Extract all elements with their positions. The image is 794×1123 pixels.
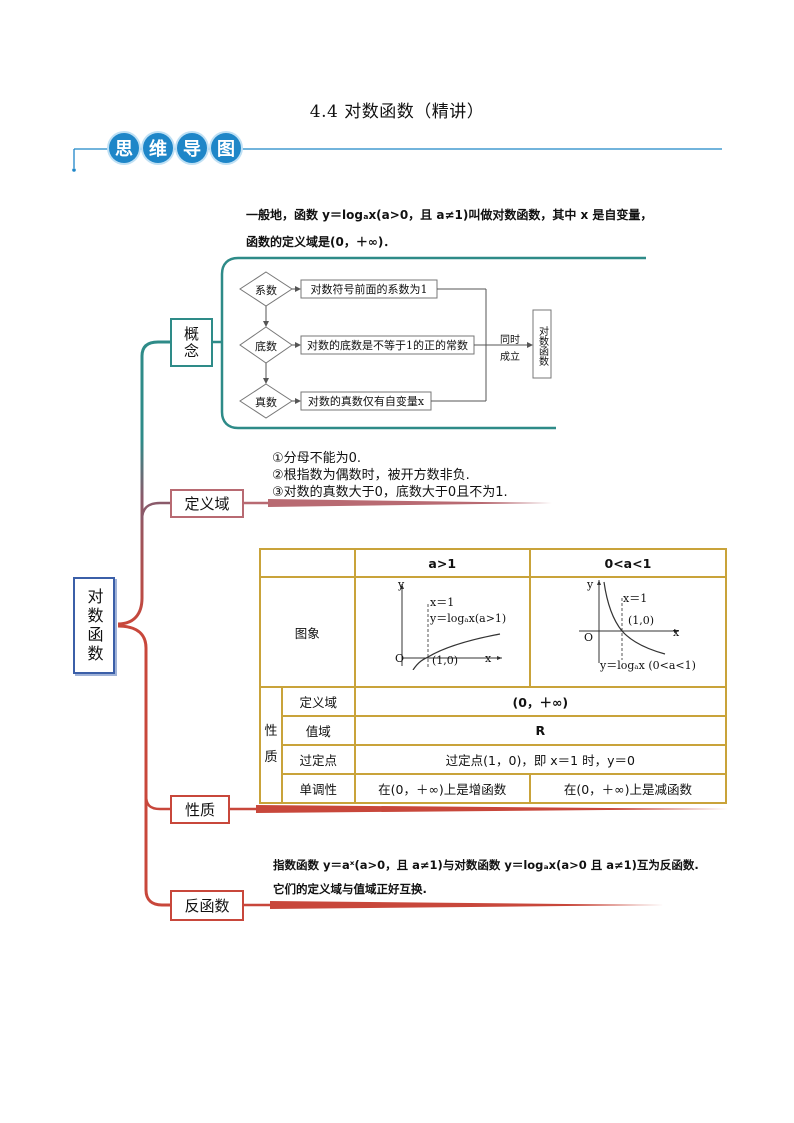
flow-diamond-label-coefficient: 系数 — [255, 284, 277, 297]
flow-rule-text-base: 对数的底数是不等于1的正的常数 — [307, 339, 468, 352]
flow-merge-label-2: 成立 — [500, 352, 520, 363]
section-header: 思 维 导 图 — [0, 0, 794, 180]
domain-point-3: ③对数的真数大于0，底数大于0且不为1. — [272, 485, 508, 500]
flow-diamond-label-antilog: 真数 — [255, 396, 277, 409]
domain-point-1: ①分母不能为0. — [272, 451, 362, 466]
header-badge-tu: 图 — [211, 133, 241, 163]
table-side-label: 性 质 — [259, 686, 282, 804]
graph1-origin: O — [395, 652, 405, 665]
table-header-a-lt-1: 0<a<1 — [528, 548, 728, 578]
flow-diamond-antilog — [239, 383, 293, 419]
root-node[interactable]: 对数函数 — [73, 577, 115, 674]
inverse-line1: 指数函数 y＝aˣ(a>0，且 a≠1)与对数函数 y＝logₐx(a>0 且 … — [273, 858, 699, 872]
graph2-curve-label: y＝logₐx (0<a<1) — [600, 659, 696, 672]
graph-a-gt-1 — [400, 584, 502, 670]
graph-a-lt-1 — [579, 580, 679, 663]
properties-table: a>1 0<a<1 图象 性 质 定义域 (0，＋∞) 值域 R 过定点 过定点… — [259, 548, 728, 804]
graph1-x-label: x — [485, 652, 492, 665]
graph-a-gt-1-cell — [353, 576, 531, 688]
table-side-label-2: 质 — [264, 750, 278, 765]
graph-a-lt-1-cell — [528, 576, 728, 688]
row-name-fixed-point: 过定点 — [280, 744, 356, 775]
header-badge-si: 思 — [109, 133, 139, 163]
flow-rule-text-antilog: 对数的真数仅有自变量x — [307, 395, 425, 408]
table-header-a-gt-1: a>1 — [353, 548, 531, 578]
graph2-vline-label: x＝1 — [623, 592, 648, 605]
graph2-origin: O — [584, 631, 594, 644]
table-corner-cell — [259, 548, 356, 578]
flow-result-box — [532, 309, 552, 379]
table-side-label-1: 性 — [264, 724, 278, 739]
graph1-y-label: y — [398, 578, 405, 591]
flow-result-text: 对数函数 — [536, 326, 548, 366]
flow-diamond-label-base: 底数 — [255, 340, 277, 353]
branch-domain[interactable]: 定义域 — [170, 489, 244, 518]
flow-rule-text-coefficient: 对数符号前面的系数为1 — [310, 283, 428, 296]
graph1-vline-label: x＝1 — [430, 596, 455, 609]
concept-definition-line2: 函数的定义域是(0，＋∞)． — [246, 235, 396, 249]
concept-flow-diagram — [239, 271, 552, 419]
row-value-fixed-point: 过定点(1，0)，即 x＝1 时，y＝0 — [353, 744, 728, 775]
row-value-domain: (0，＋∞) — [353, 686, 728, 717]
row-name-domain: 定义域 — [280, 686, 356, 717]
header-badge-dao: 导 — [177, 133, 207, 163]
row-value-decreasing: 在(0，＋∞)上是减函数 — [528, 773, 728, 804]
header-badge-wei: 维 — [143, 133, 173, 163]
domain-point-2: ②根指数为偶数时，被开方数非负. — [272, 468, 470, 483]
graph1-point-label: (1,0) — [432, 654, 459, 667]
inverse-line2: 它们的定义域与值域正好互换. — [273, 882, 427, 896]
row-name-monotonicity: 单调性 — [280, 773, 356, 804]
branch-inverse[interactable]: 反函数 — [170, 890, 244, 921]
row-name-range: 值域 — [280, 715, 356, 746]
branch-concept[interactable]: 概念 — [170, 318, 213, 367]
concept-definition-line1: 一般地，函数 y＝logₐx(a>0，且 a≠1)叫做对数函数，其中 x 是自变… — [246, 208, 653, 222]
graph2-y-label: y — [587, 578, 594, 591]
branch-properties[interactable]: 性质 — [170, 795, 230, 824]
row-value-increasing: 在(0，＋∞)上是增函数 — [353, 773, 531, 804]
page-title: 4.4 对数函数（精讲） — [309, 102, 485, 122]
flow-merge-label-1: 同时 — [500, 335, 520, 346]
graph1-curve-label: y＝logₐx(a>1) — [430, 612, 507, 625]
graph2-point-label: (1,0) — [628, 614, 655, 627]
row-value-range: R — [353, 715, 728, 746]
graph2-x-label: x — [673, 626, 680, 639]
table-graph-row-label: 图象 — [259, 576, 356, 688]
